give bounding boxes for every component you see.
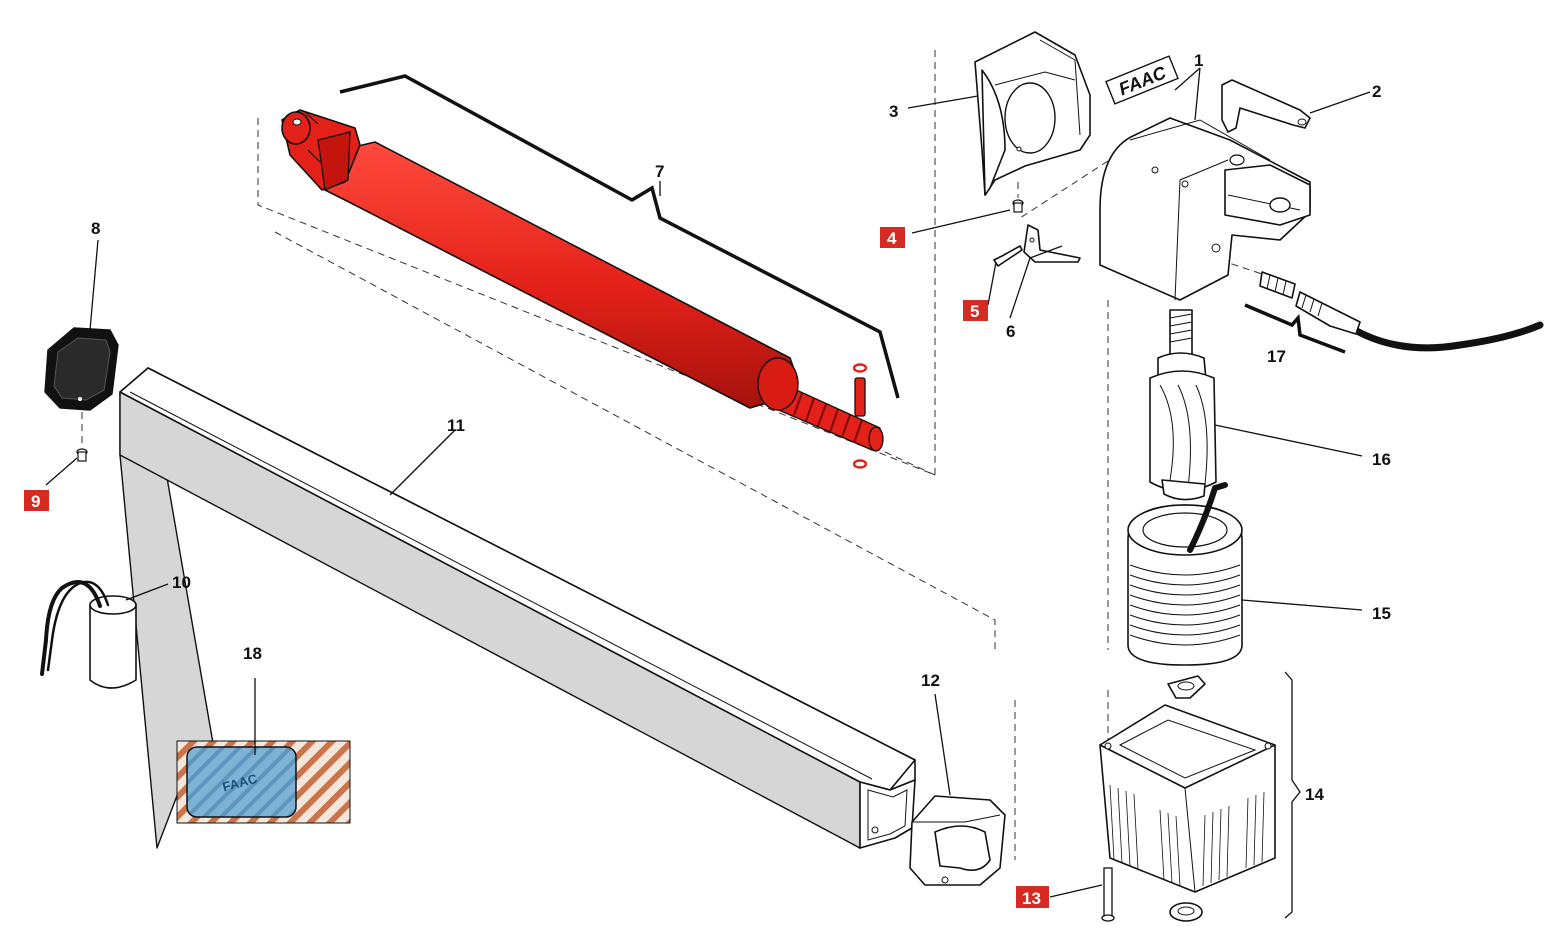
part-1-gearbox-head [1099, 117, 1311, 301]
assembly-guide-lines [257, 50, 1266, 860]
part-13-bolt [1101, 867, 1115, 922]
callout-13: 13 [1022, 889, 1041, 908]
callout-16: 16 [1372, 450, 1391, 469]
part-17-cable-connector [1244, 271, 1544, 354]
part-14-motor-housing [1099, 671, 1301, 922]
callout-12: 12 [921, 671, 940, 690]
part-2-release-lever [1221, 79, 1311, 133]
callout-labels: 1 2 3 4 5 6 7 8 9 10 11 12 13 14 15 16 1… [24, 51, 1391, 908]
part-7-actuator-assembly [281, 74, 900, 469]
part-16-motor-rotor [1149, 309, 1217, 501]
part-17-group-bracket [1244, 303, 1346, 354]
callout-18: 18 [243, 644, 262, 663]
part-7-group-bracket [339, 74, 900, 399]
callout-14: 14 [1305, 785, 1324, 804]
pin-and-washers [852, 363, 868, 469]
part-11-outer-tube [119, 367, 916, 849]
callout-8: 8 [91, 219, 100, 238]
callout-15: 15 [1372, 604, 1391, 623]
part-8-rear-cap [44, 327, 119, 411]
part-10-capacitor [40, 580, 137, 689]
callout-11: 11 [447, 416, 465, 435]
part-12-end-cap [909, 795, 1006, 886]
callout-9-badge [24, 490, 49, 511]
part-3-front-cover [974, 31, 1091, 196]
callout-6: 6 [1006, 322, 1015, 341]
part-6-bracket-clip [1023, 224, 1081, 263]
callout-5: 5 [970, 302, 979, 321]
thrust-washer [1167, 675, 1206, 699]
callout-9: 9 [31, 492, 40, 511]
faac-logo-plate: FAAC [1105, 55, 1179, 105]
callout-2: 2 [1372, 82, 1381, 101]
part-9-screw [76, 448, 88, 462]
part-4-screw [1012, 182, 1024, 213]
callout-4-badge [880, 227, 905, 248]
callout-13-badge [1016, 886, 1049, 908]
callout-3: 3 [889, 102, 898, 121]
part-15-motor-stator [1127, 482, 1243, 666]
callout-10: 10 [172, 573, 191, 592]
callout-4: 4 [887, 229, 897, 248]
callout-1: 1 [1194, 51, 1203, 70]
part-5-screw [993, 245, 1023, 267]
callout-7: 7 [655, 162, 664, 181]
callout-5-badge [963, 300, 988, 321]
callout-17: 17 [1267, 347, 1286, 366]
leader-lines [45, 67, 1371, 898]
part-18-label-sticker: FAAC [176, 740, 351, 824]
